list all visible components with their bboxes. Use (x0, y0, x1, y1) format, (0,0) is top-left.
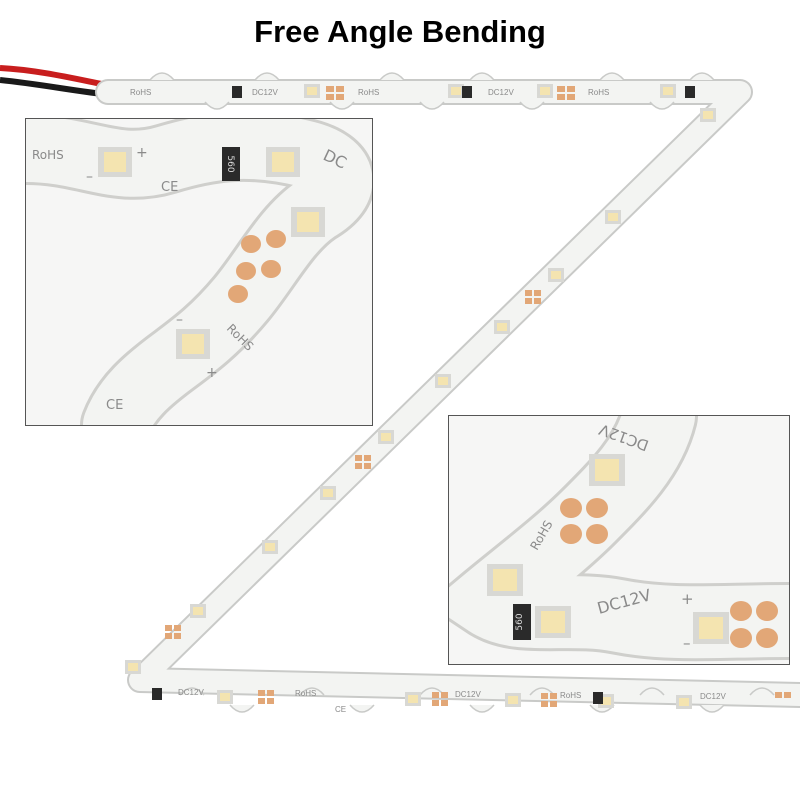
closeup-left-ce-2: CE (106, 398, 123, 413)
strip-label-dc12v-top-1: DC12V (252, 88, 278, 97)
closeup-inset-right: 560 DC12V DC12V RoHS + – (448, 415, 790, 665)
strip-label-rohs-top-2: RoHS (358, 88, 379, 97)
page-title: Free Angle Bending (254, 14, 546, 49)
closeup-left-ce: CE (161, 180, 178, 195)
strip-label-dc12v-top-2: DC12V (488, 88, 514, 97)
closeup-right-resistor-label: 560 (515, 613, 525, 630)
strip-label-rohs-bottom-2: RoHS (560, 691, 581, 700)
closeup-right-photo: 560 DC12V DC12V RoHS + – (449, 416, 789, 664)
strip-label-dc12v-bottom-2: DC12V (455, 690, 481, 699)
strip-label-rohs-bottom-1: RoHS (295, 689, 316, 698)
closeup-right-minus: – (683, 634, 691, 652)
strip-label-dc12v-bottom-3: DC12V (700, 692, 726, 701)
diagonal-leds (125, 108, 716, 674)
strip-label-rohs-top-1: RoHS (130, 88, 151, 97)
strip-label-ce-bottom: CE (335, 705, 346, 714)
closeup-left-plus-1: + (136, 145, 148, 161)
closeup-right-plus: + (681, 590, 694, 608)
strip-waves-top (149, 72, 715, 110)
top-run-resistors (232, 86, 695, 98)
strip-label-dc12v-bottom-1: DC12V (178, 688, 204, 697)
closeup-left-pads (228, 230, 286, 303)
top-run-pads (326, 86, 575, 100)
closeup-left-resistor-label: 560 (225, 155, 235, 172)
closeup-left-plus-2: + (206, 365, 218, 381)
closeup-left-minus-1: – (86, 169, 93, 185)
closeup-left-photo: 560 RoHS CE + – DC RoHS + – CE (26, 119, 372, 425)
bottom-run-leds (217, 690, 692, 709)
closeup-left-resistor (222, 147, 240, 181)
top-run-leds (304, 84, 676, 98)
strip-waves-bottom (179, 687, 775, 713)
bottom-run-pads (258, 690, 791, 707)
closeup-right-pads (560, 498, 778, 648)
diagonal-pads (165, 290, 541, 639)
closeup-left-minus-2: – (176, 312, 183, 328)
closeup-inset-left: 560 RoHS CE + – DC RoHS + – CE (25, 118, 373, 426)
strip-label-rohs-top-3: RoHS (588, 88, 609, 97)
closeup-right-resistor (513, 604, 531, 640)
closeup-left-rohs: RoHS (32, 148, 64, 162)
bottom-run-resistors (152, 688, 603, 704)
